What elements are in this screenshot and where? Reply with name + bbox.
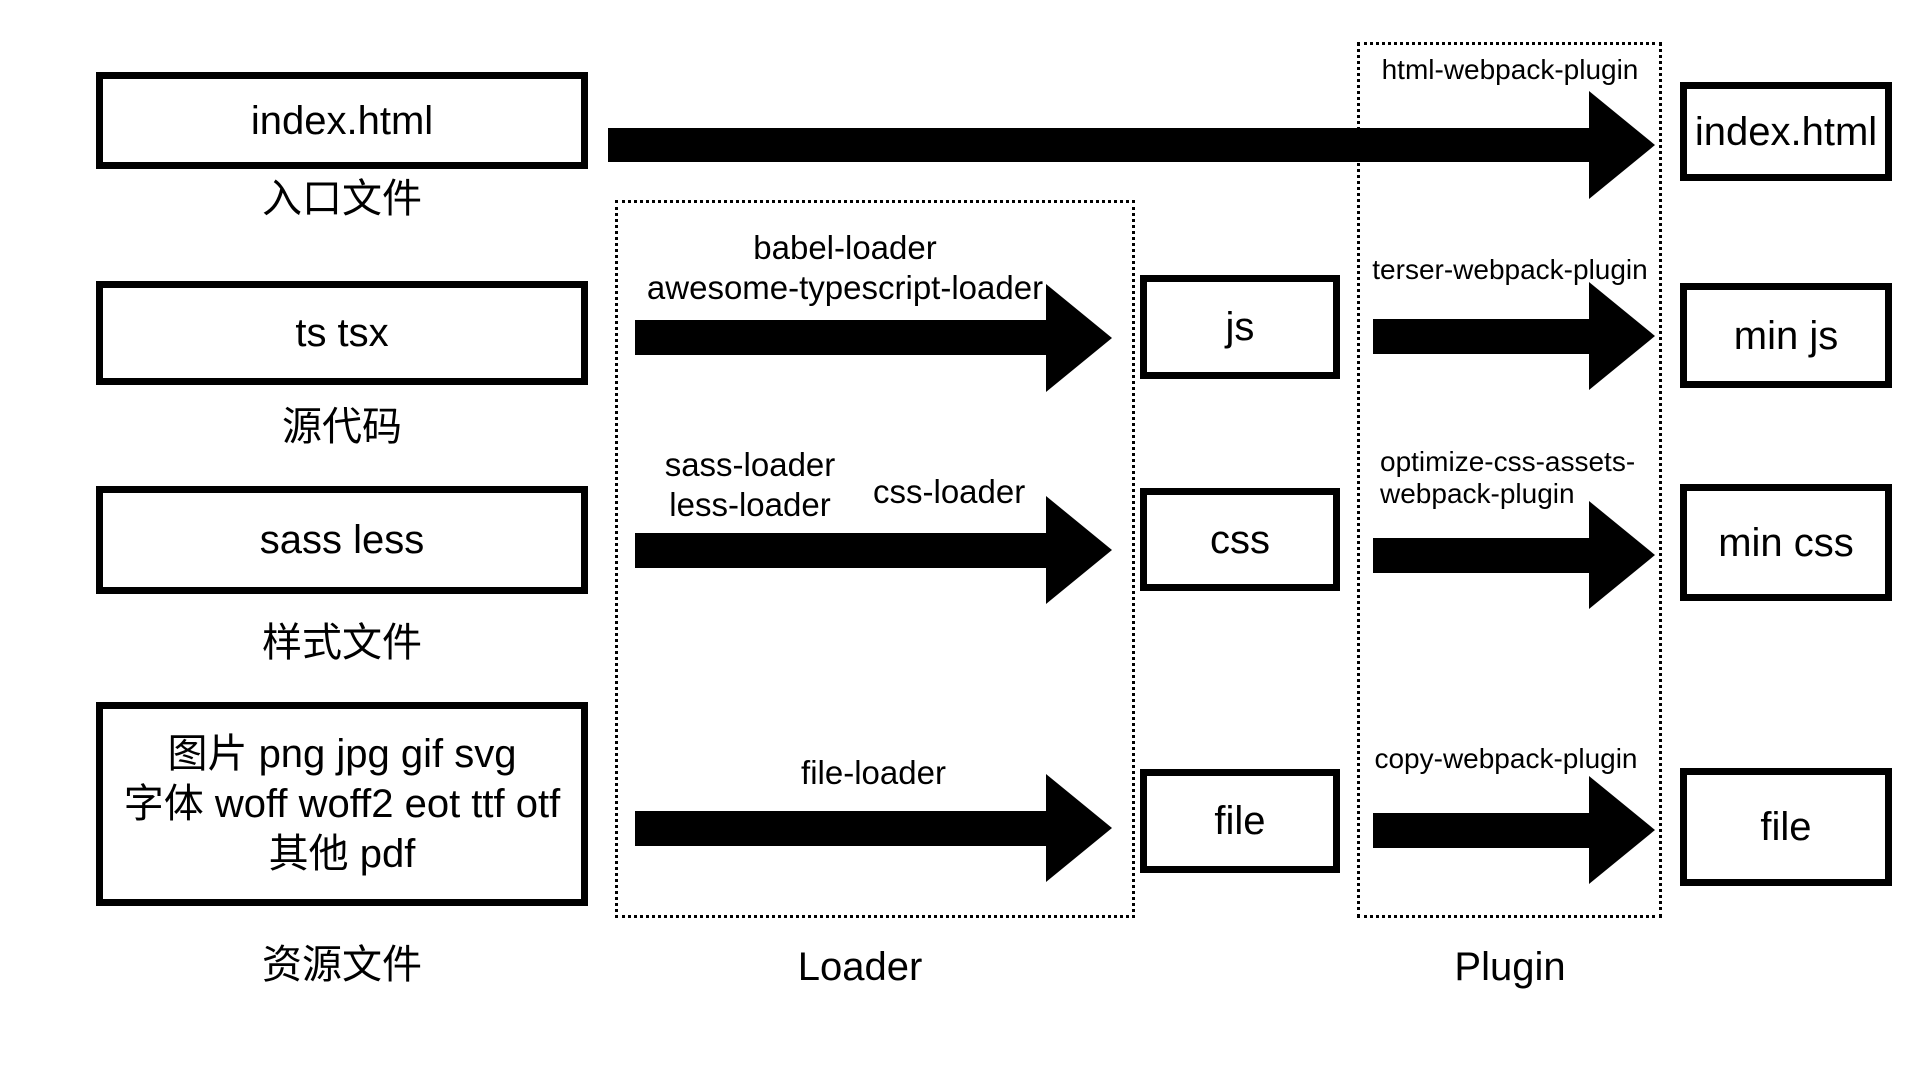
- source-box-assets-text: 图片 png jpg gif svg 字体 woff woff2 eot ttf…: [124, 729, 561, 879]
- source-box-style-text: sass less: [259, 518, 425, 562]
- plugin-section-container: [1357, 42, 1662, 918]
- loader-sass-label: sass-loader: [664, 446, 836, 483]
- output-box-min-css-text: min css: [1718, 520, 1854, 565]
- source-box-code: ts tsx: [96, 281, 588, 385]
- assets-line-other: 其他 pdf: [268, 832, 416, 876]
- source-box-style: sass less: [96, 486, 588, 594]
- output-box-index-html-text: index.html: [1694, 109, 1878, 154]
- loader-css-loader-label: css-loader: [873, 473, 1026, 510]
- intermediate-box-js-text: js: [1225, 305, 1255, 349]
- source-box-entry: index.html: [96, 72, 588, 169]
- assets-line-fonts: 字体 woff woff2 eot ttf otf: [123, 782, 561, 826]
- loader-less-label: less-loader: [669, 486, 831, 523]
- output-box-min-js: min js: [1680, 283, 1892, 388]
- intermediate-box-css-text: css: [1210, 517, 1270, 562]
- output-box-file: file: [1680, 768, 1892, 886]
- loader-awesome-typescript-label: awesome-typescript-loader: [646, 269, 1044, 306]
- loader-file-loader-label: file-loader: [801, 754, 946, 791]
- plugin-section-label: Plugin: [1454, 945, 1566, 989]
- caption-style-file: 样式文件: [262, 621, 422, 665]
- intermediate-box-css: css: [1140, 488, 1340, 591]
- plugin-optimize-css-line2: webpack-plugin: [1380, 478, 1575, 509]
- output-box-file-text: file: [1760, 805, 1812, 849]
- loader-section-label: Loader: [797, 945, 923, 989]
- plugin-optimize-css-line1: optimize-css-assets-: [1380, 446, 1636, 477]
- plugin-terser-webpack-plugin-label: terser-webpack-plugin: [1372, 254, 1648, 285]
- output-box-min-css: min css: [1680, 484, 1892, 601]
- plugin-optimize-css-assets-label: optimize-css-assets- webpack-plugin: [1380, 446, 1656, 510]
- intermediate-box-file: file: [1140, 769, 1340, 873]
- source-box-assets: 图片 png jpg gif svg 字体 woff woff2 eot ttf…: [96, 702, 588, 906]
- plugin-html-webpack-plugin-label: html-webpack-plugin: [1381, 54, 1639, 85]
- intermediate-box-file-text: file: [1214, 799, 1266, 843]
- source-box-entry-text: index.html: [250, 98, 434, 143]
- output-box-min-js-text: min js: [1733, 313, 1839, 358]
- loader-step-js: babel-loader awesome-typescript-loader: [635, 228, 1055, 308]
- caption-entry-file: 入口文件: [262, 177, 422, 221]
- intermediate-box-js: js: [1140, 275, 1340, 379]
- plugin-copy-webpack-plugin-label: copy-webpack-plugin: [1374, 743, 1638, 774]
- loader-section-container: [615, 200, 1135, 918]
- caption-source-code: 源代码: [282, 405, 402, 449]
- loader-babel-label: babel-loader: [753, 229, 937, 266]
- caption-asset-file: 资源文件: [262, 943, 422, 987]
- assets-line-images: 图片 png jpg gif svg: [167, 732, 517, 776]
- source-box-code-text: ts tsx: [295, 311, 389, 355]
- loader-step-css-preprocessors: sass-loader less-loader: [655, 445, 845, 525]
- output-box-index-html: index.html: [1680, 82, 1892, 181]
